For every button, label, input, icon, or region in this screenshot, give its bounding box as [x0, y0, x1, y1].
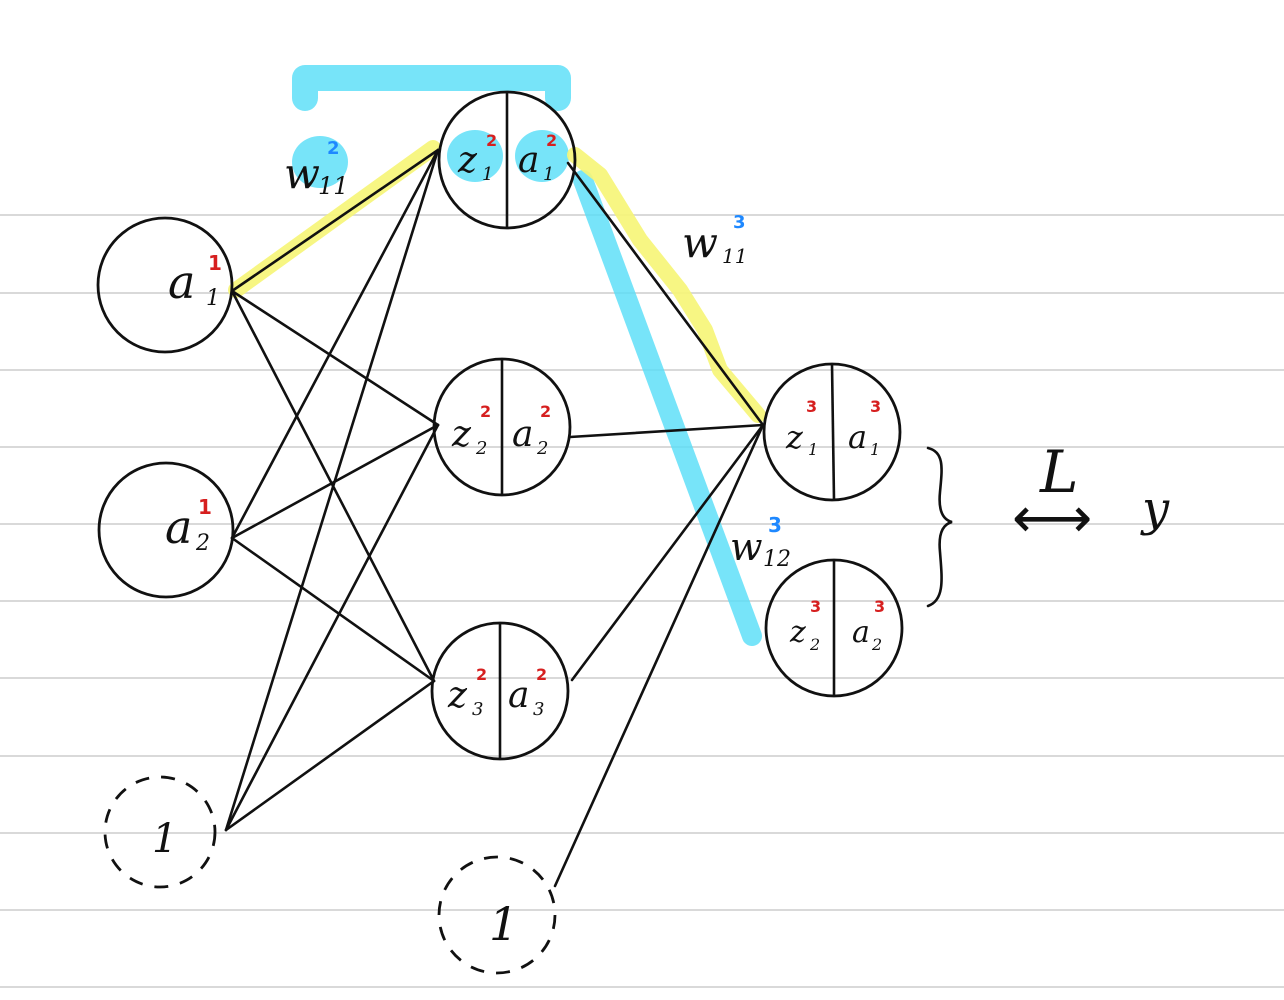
- input-neuron-a2: a 2 1: [97, 461, 235, 599]
- neuron-label: a: [165, 500, 192, 554]
- output-layer: z 1 3 a 1 3 z 2 3 a 2 3: [762, 362, 904, 698]
- a-superscript: 3: [870, 397, 881, 416]
- neuron-subscript: 1: [206, 286, 220, 311]
- hidden-neuron-2: z 2 2 a 2 2: [432, 357, 572, 497]
- weight-superscript: 3: [768, 513, 782, 537]
- target-symbol: y: [1140, 481, 1170, 537]
- input-neuron-a1: a 1 1: [96, 216, 234, 354]
- z-subscript: 1: [808, 440, 818, 459]
- w11-2-label-highlight: [292, 136, 348, 188]
- z-label: z: [451, 414, 472, 455]
- blue-highlights: [292, 65, 762, 646]
- loss-symbol: L: [1039, 438, 1079, 506]
- a-label: a: [852, 615, 870, 650]
- weight-base: w: [682, 218, 718, 267]
- a-superscript: 3: [874, 597, 885, 616]
- a-label: a: [848, 418, 867, 456]
- z-subscript: 1: [482, 164, 493, 185]
- connections: [224, 148, 765, 888]
- a-superscript: 2: [546, 131, 557, 150]
- neuron-label: a: [168, 255, 195, 309]
- hidden-neuron-3: z 3 2 a 3 2: [430, 621, 570, 761]
- input-bias-neuron: 1: [103, 775, 217, 889]
- weight-w11-layer3: w 11 3: [682, 212, 747, 268]
- layer-superscript: 1: [198, 495, 212, 519]
- weight-superscript: 2: [327, 138, 340, 159]
- input-layer: a 1 1 a 2 1 1: [96, 216, 235, 889]
- z-subscript: 2: [475, 438, 487, 459]
- a-label: a: [512, 414, 533, 455]
- a-subscript: 3: [533, 699, 544, 720]
- weight-labels: w 11 2 w 11 3 w 12 3: [284, 138, 791, 572]
- a-subscript: 1: [870, 440, 880, 459]
- z-superscript: 3: [810, 597, 821, 616]
- loss-section: L ⟷ y: [926, 438, 1170, 608]
- output-neuron-1: z 1 3 a 1 3: [762, 362, 902, 502]
- weight-base: w: [284, 149, 320, 198]
- w12-path-highlight: [573, 170, 762, 646]
- a-subscript: 1: [543, 164, 554, 185]
- a12-highlight: [515, 130, 569, 182]
- z-label: z: [447, 675, 468, 716]
- a-label: a: [518, 140, 539, 181]
- z-label: z: [789, 615, 806, 650]
- ruled-lines: [0, 214, 1284, 988]
- hidden-layer: z 1 2 a 1 2 z 2 2 a 2 2 z 3 2 a 3 2: [430, 90, 577, 975]
- z-superscript: 2: [486, 131, 497, 150]
- top-bracket-highlight: [292, 65, 571, 111]
- w11-3-edge-highlight: [567, 147, 766, 423]
- weight-superscript: 3: [733, 212, 746, 233]
- weight-subscript: 12: [763, 547, 791, 572]
- output-brace: [926, 446, 953, 608]
- a-subscript: 2: [871, 635, 882, 654]
- hidden-bias-neuron: 1: [437, 855, 557, 975]
- z12-highlight: [447, 130, 503, 182]
- z-label: z: [457, 140, 478, 181]
- weight-w11-layer2: w 11 2: [284, 138, 349, 200]
- z-subscript: 3: [472, 699, 483, 720]
- z-superscript: 2: [476, 665, 487, 684]
- bias-label: 1: [489, 897, 518, 951]
- weight-w12-layer3: w 12 3: [730, 513, 791, 572]
- a-label: a: [508, 675, 529, 716]
- output-neuron-2: z 2 3 a 2 3: [764, 558, 904, 698]
- hidden-neuron-1: z 1 2 a 1 2: [437, 90, 577, 230]
- double-arrow-icon: ⟷: [1012, 486, 1092, 551]
- z-subscript: 2: [809, 635, 820, 654]
- a-subscript: 2: [536, 438, 548, 459]
- weight-subscript: 11: [318, 172, 349, 200]
- a-superscript: 2: [536, 665, 547, 684]
- a-superscript: 2: [540, 402, 551, 421]
- weight-base: w: [730, 525, 763, 569]
- z-label: z: [785, 418, 804, 456]
- z-superscript: 3: [806, 397, 817, 416]
- bias-label: 1: [152, 816, 177, 862]
- z-superscript: 2: [480, 402, 491, 421]
- layer-superscript: 1: [208, 251, 222, 275]
- weight-subscript: 11: [722, 244, 747, 268]
- neuron-subscript: 2: [195, 531, 210, 556]
